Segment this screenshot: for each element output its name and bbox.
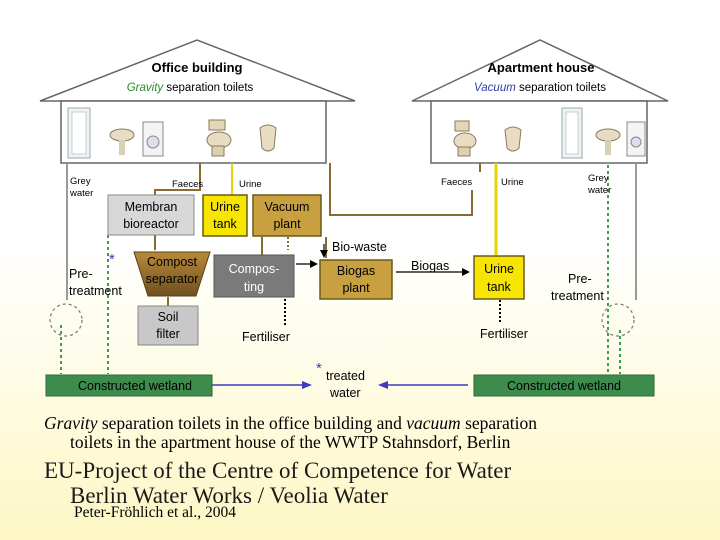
biogas-plant-box: Biogas plant	[319, 259, 393, 300]
urine-tank-right-box: Urine tank	[473, 255, 525, 300]
caption-line-2: toilets in the apartment house of the WW…	[70, 432, 511, 452]
vacuum-plant-box: Vacuum plant	[252, 194, 322, 237]
fertiliser-left-label: Fertiliser	[242, 330, 290, 344]
grey-water-left-label: Grey	[70, 176, 91, 187]
apartment-house: Apartment house Vacuum separation toilet…	[411, 39, 669, 164]
pretreatment-circle-left	[49, 303, 83, 337]
washing-machine-icon	[626, 121, 646, 157]
svg-text:Constructed wetland: Constructed wetland	[78, 379, 192, 393]
urine-right-label: Urine	[501, 177, 524, 188]
pretreatment-left-label-2: treatment	[69, 284, 122, 298]
grey-water-right-label: Grey	[588, 173, 609, 184]
fertiliser-right-label: Fertiliser	[480, 327, 528, 341]
office-building: Office building Gravity separation toile…	[39, 39, 356, 164]
svg-text:Soil: Soil	[158, 310, 179, 324]
biogas-label: Biogas	[411, 259, 449, 273]
shower-icon	[561, 107, 583, 159]
office-toilet-type: Gravity separation toilets	[127, 82, 254, 94]
svg-text:Urine: Urine	[484, 262, 514, 276]
svg-text:Vacuum: Vacuum	[265, 200, 310, 214]
office-title: Office building	[152, 60, 243, 75]
urine-tank-left-box: Urine tank	[202, 194, 248, 237]
asterisk-left: *	[109, 251, 115, 268]
washing-machine-icon	[142, 121, 164, 157]
toilet-icon	[206, 119, 232, 157]
constructed-wetland-right: Constructed wetland	[473, 374, 655, 397]
washbasin-icon	[109, 128, 135, 155]
urine-left-label: Urine	[239, 179, 262, 190]
svg-text:ting: ting	[244, 280, 264, 294]
credit: Peter-Fröhlich et al., 2004	[74, 504, 236, 521]
apartment-toilet-type: Vacuum separation toilets	[474, 82, 606, 94]
urinal-icon	[259, 124, 277, 152]
flow-lines	[60, 163, 637, 374]
svg-text:bioreactor: bioreactor	[123, 217, 179, 231]
office-walls	[60, 100, 327, 164]
shower-icon	[67, 107, 91, 159]
apartment-title: Apartment house	[488, 60, 595, 75]
svg-text:tank: tank	[213, 217, 237, 231]
svg-text:Compost: Compost	[147, 255, 198, 269]
pretreatment-left-label: Pre-	[69, 267, 93, 281]
svg-text:tank: tank	[487, 280, 511, 294]
svg-text:filter: filter	[156, 327, 180, 341]
svg-text:Membran: Membran	[125, 200, 178, 214]
treated-water-label: treated	[326, 369, 365, 383]
svg-text:separator: separator	[146, 272, 199, 286]
free-labels: Grey water Faeces Urine Faeces Urine Gre…	[69, 173, 611, 400]
grey-water-right-label-2: water	[587, 185, 611, 196]
svg-text:Biogas: Biogas	[337, 264, 375, 278]
biowaste-label: Bio-waste	[332, 240, 387, 254]
heading-line-2: Berlin Water Works / Veolia Water	[70, 483, 388, 508]
treated-water-label-2: water	[329, 386, 361, 400]
pretreatment-right-label: Pre-	[568, 272, 592, 286]
pretreatment-circle-right	[601, 303, 635, 337]
compost-separator: Compost separator	[133, 251, 211, 297]
svg-text:Compos-: Compos-	[229, 262, 280, 276]
figure-caption: Gravity separation toilets in the office…	[44, 414, 704, 452]
urinal-icon	[504, 126, 522, 152]
grey-water-left-label-2: water	[69, 188, 93, 199]
composting-box: Compos- ting	[213, 254, 295, 298]
faeces-right-label: Faeces	[441, 177, 472, 188]
svg-text:Constructed wetland: Constructed wetland	[507, 379, 621, 393]
svg-text:plant: plant	[342, 281, 370, 295]
constructed-wetland-left: Constructed wetland	[45, 374, 213, 397]
svg-text:plant: plant	[273, 217, 301, 231]
arrows	[212, 244, 470, 389]
svg-text:Urine: Urine	[210, 200, 240, 214]
heading-line-1: EU-Project of the Centre of Competence f…	[44, 458, 512, 483]
soil-filter-box: Soil filter	[137, 305, 199, 346]
project-heading: EU-Project of the Centre of Competence f…	[44, 458, 704, 508]
washbasin-icon	[595, 128, 621, 155]
pretreatment-right-label-2: treatment	[551, 289, 604, 303]
faeces-left-label: Faeces	[172, 179, 203, 190]
asterisk-center: *	[316, 360, 322, 377]
toilet-icon	[453, 120, 477, 157]
membran-bioreactor-box: Membran bioreactor	[107, 194, 195, 236]
